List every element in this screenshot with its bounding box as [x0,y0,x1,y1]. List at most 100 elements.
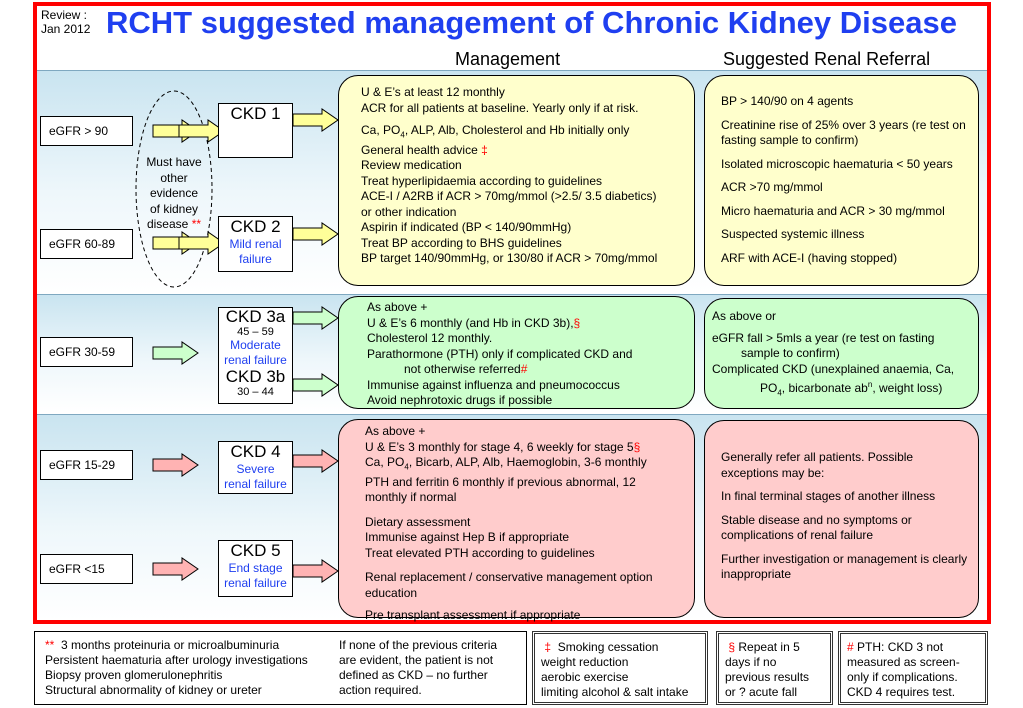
mgmt-line: As above + [367,300,428,314]
mgmt-line: Ca, PO4, Bicarb, ALP, Alb, Haemoglobin, … [365,455,694,475]
footnote-line: only if complications. [847,670,958,684]
footnote-line: limiting alcohol & salt intake [541,685,689,699]
dashed-oval [135,90,213,288]
oval-line: Must have [146,155,202,169]
arrow-right-icon [292,449,339,473]
review-date: Review : Jan 2012 [41,8,90,36]
ckd1-box: CKD 1 [218,103,293,158]
mgmt-line: ACE-I / A2RB if ACR > 70mg/mmol (>2.5/ 3… [361,189,657,204]
ckd3-sub: Moderate [230,338,281,352]
oval-line: disease ** [140,217,208,233]
egfr-label: eGFR > 90 [49,124,109,138]
arrow-right-icon [292,108,339,132]
mgmt-line: PTH and ferritin 6 monthly if previous a… [365,474,636,489]
referral-line: In final terminal stages of another illn… [721,489,936,503]
mgmt-line: Treat hyperlipidaemia according to guide… [361,173,603,188]
ckd5-sub: renal failure [224,576,287,590]
mgmt-line: Treat BP according to BHS guidelines [361,235,562,250]
ckd5-box: CKD 5 End stage renal failure [218,540,293,597]
footnote-ckd-criteria: ** 3 months proteinuria or microalbuminu… [34,631,527,705]
footnote-line: previous results [725,670,810,684]
mgmt-line: or other indication [361,204,457,219]
egfr-label: eGFR 30-59 [49,345,116,359]
mgmt-text: Ca, PO [361,123,401,137]
mgmt-line: U & E’s 6 monthly (and Hb in CKD 3b),§ [367,316,694,332]
referral-line: ARF with ACE-I (having stopped) [721,250,898,265]
referral-box-stage-1-2: BP > 140/90 on 4 agents Creatinine rise … [704,75,979,286]
mgmt-line: As above + [365,424,426,438]
egfr-box-30-59: eGFR 30-59 [40,337,133,367]
footnote-line: weight reduction [541,655,629,669]
mgmt-line: Renal replacement / conservative managem… [365,570,653,585]
egfr-label: eGFR <15 [49,562,105,576]
egfr-box-60-89: eGFR 60-89 [40,229,133,259]
referral-line: ACR >70 mg/mmol [721,180,823,194]
section-mark: § [728,640,736,654]
referral-line: PO4, bicarbonate abn, weight loss) [712,377,972,401]
referral-box-stage-4-5: Generally refer all patients. Possible e… [704,420,979,618]
referral-line: BP > 140/90 on 4 agents [721,94,854,108]
footnote-text: PTH: CKD 3 not [857,640,944,654]
mgmt-text: U & E’s 3 monthly for stage 4, 6 weekly … [365,439,634,454]
mgmt-line: U & E’s 3 monthly for stage 4, 6 weekly … [365,440,694,456]
mgmt-line: Dietary assessment [365,514,471,529]
footnote-pth: # PTH: CKD 3 not measured as screen- onl… [838,631,988,705]
arrow-right-icon [152,341,199,365]
ckd2-sub: failure [239,252,272,266]
oval-line: other [160,170,188,185]
mgmt-line: not otherwise referred# [367,362,694,378]
mgmt-line: Ca, PO4, ALP, Alb, Cholesterol and Hb in… [361,123,694,143]
footnote-line: # PTH: CKD 3 not [847,640,979,655]
mgmt-line: Review medication [361,158,462,173]
mgmt-line: Immunise against influenza and pneumococ… [367,377,620,392]
red-frame [33,2,991,624]
ckd4-sub: renal failure [224,477,287,491]
ckd4-box: CKD 4 Severe renal failure [218,441,293,494]
mgmt-text: General health advice [361,142,478,157]
footnote-text: 3 months proteinuria or microalbuminuria [61,638,280,652]
footnote-line: § Repeat in 5 [725,640,824,655]
mgmt-line: Immunise against Hep B if appropriate [365,530,570,545]
oval-line: of kidney [149,201,199,216]
arrow-right-icon [178,119,225,143]
ckd3-box: CKD 3a 45 – 59 Moderate renal failure CK… [218,307,293,404]
management-box-stage-3: As above + U & E’s 6 monthly (and Hb in … [338,296,695,409]
arrow-right-icon [178,231,225,255]
egfr-label: eGFR 15-29 [49,458,116,472]
referral-line: sample to confirm) [741,346,840,360]
arrow-right-icon [292,222,339,246]
ckd2-box: CKD 2 Mild renal failure [218,216,293,272]
referral-line: Micro haematuria and ACR > 30 mg/mmol [721,203,945,218]
ckd1-label: CKD 1 [230,104,281,123]
review-date-value: Jan 2012 [41,22,91,36]
mgmt-line: General health advice ‡ [361,143,694,159]
footnote-line: ** 3 months proteinuria or microalbuminu… [45,638,345,653]
ckd3a-range: 45 – 59 [237,326,274,338]
footnote-repeat-u-and-e: § Repeat in 5 days if no previous result… [716,631,833,705]
ckd4-sub: Severe [236,462,275,476]
footnote-line: Persistent haematuria after urology inve… [45,653,308,667]
referral-text: , weight loss) [872,381,943,395]
ckd5-label: CKD 5 [230,541,281,560]
footnote-line: ‡ Smoking cessation [541,640,699,655]
page-title: RCHT suggested management of Chronic Kid… [106,5,957,40]
arrow-right-icon [292,306,339,330]
footnote-line: measured as screen- [847,655,960,669]
arrow-right-icon [292,559,339,583]
egfr-label: eGFR 60-89 [49,237,116,251]
mgmt-line: Cholesterol 12 monthly. [367,331,493,345]
mgmt-text: , Bicarb, ALP, Alb, Haemoglobin, 3-6 mon… [408,455,647,469]
referral-text: , bicarbonate ab [781,381,868,395]
column-heading-referral: Suggested Renal Referral [723,49,931,69]
oval-line: evidence [149,186,199,200]
egfr-box-15-29: eGFR 15-29 [40,450,133,480]
mgmt-line: Parathormone (PTH) only if complicated C… [367,346,633,361]
mgmt-line: education [365,585,418,600]
arrow-right-icon [152,453,199,477]
arrow-right-icon [292,373,339,397]
mgmt-line: Avoid nephrotoxic drugs if possible [367,393,553,407]
referral-line: Further investigation or management is c… [721,551,968,582]
referral-subscript: 4 [777,388,782,398]
ckd3b-range: 30 – 44 [237,386,274,398]
referral-line: eGFR fall > 5mls a year (re test on fast… [712,330,935,345]
